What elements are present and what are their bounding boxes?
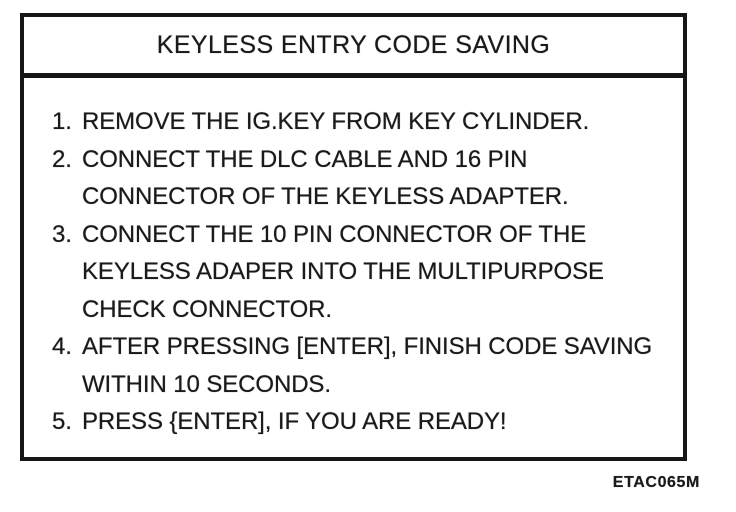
step-number-spacer [52, 178, 82, 216]
list-item: 4. AFTER PRESSING [ENTER], FINISH CODE S… [52, 328, 675, 366]
step-text: REMOVE THE IG.KEY FROM KEY CYLINDER. [82, 108, 590, 135]
figure-code-label: ETAC065M [612, 474, 700, 491]
step-text: CONNECT THE 10 PIN CONNECTOR OF THE [82, 220, 587, 248]
instruction-panel: KEYLESS ENTRY CODE SAVING 1. REMOVE THE … [20, 13, 687, 461]
page-title: KEYLESS ENTRY CODE SAVING [156, 30, 551, 59]
list-item-continuation: WITHIN 10 SECONDS. [52, 366, 675, 404]
instruction-list: 1. REMOVE THE IG.KEY FROM KEY CYLINDER. … [24, 78, 683, 441]
list-item: 5. PRESS {ENTER], IF YOU ARE READY! [52, 403, 675, 441]
step-text: WITHIN 10 SECONDS. [82, 370, 331, 398]
step-number-spacer [52, 291, 82, 329]
step-number-spacer [52, 253, 82, 291]
step-number: 1. [52, 108, 72, 135]
step-number: 5. [52, 408, 72, 435]
list-item-continuation: CONNECTOR OF THE KEYLESS ADAPTER. [52, 178, 675, 216]
step-number-spacer [52, 366, 82, 404]
step-text: CONNECTOR OF THE KEYLESS ADAPTER. [82, 183, 569, 210]
step-number: 4. [52, 333, 72, 360]
step-text: CHECK CONNECTOR. [82, 295, 332, 323]
step-text: PRESS {ENTER], IF YOU ARE READY! [82, 408, 507, 435]
list-item: 3. CONNECT THE 10 PIN CONNECTOR OF THE [52, 216, 675, 254]
list-item-continuation: CHECK CONNECTOR. [52, 291, 675, 329]
list-item: 2. CONNECT THE DLC CABLE AND 16 PIN [52, 141, 675, 179]
step-number: 2. [52, 145, 72, 173]
panel-header: KEYLESS ENTRY CODE SAVING [24, 17, 683, 78]
step-text: AFTER PRESSING [ENTER], FINISH CODE SAVI… [82, 333, 653, 360]
list-item-continuation: KEYLESS ADAPER INTO THE MULTIPURPOSE [52, 253, 675, 291]
step-number: 3. [52, 220, 72, 248]
list-item: 1. REMOVE THE IG.KEY FROM KEY CYLINDER. [52, 103, 675, 141]
step-text: CONNECT THE DLC CABLE AND 16 PIN [82, 145, 528, 173]
step-text: KEYLESS ADAPER INTO THE MULTIPURPOSE [82, 258, 604, 285]
